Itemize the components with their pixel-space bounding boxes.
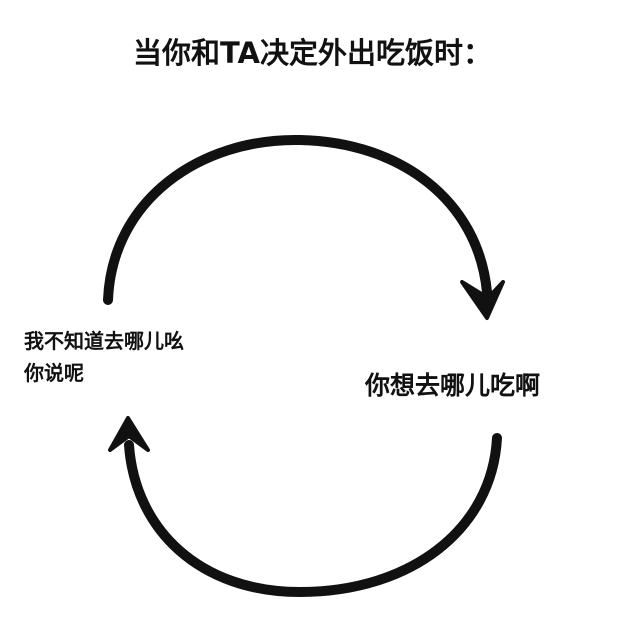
diagram-title: 当你和TA决定外出吃饭时： <box>133 36 492 70</box>
left-line-2: 你说呢 <box>24 361 84 385</box>
left-statement: 我不知道去哪儿吆 你说呢 <box>24 325 184 389</box>
left-line-1: 我不知道去哪儿吆 <box>24 329 184 353</box>
right-statement: 你想去哪儿吃啊 <box>365 371 541 400</box>
arrowhead-down-icon <box>460 280 505 320</box>
top-arc-arrow <box>103 134 505 320</box>
arrowhead-up-icon <box>108 416 150 452</box>
bottom-arc-arrow <box>108 416 502 598</box>
